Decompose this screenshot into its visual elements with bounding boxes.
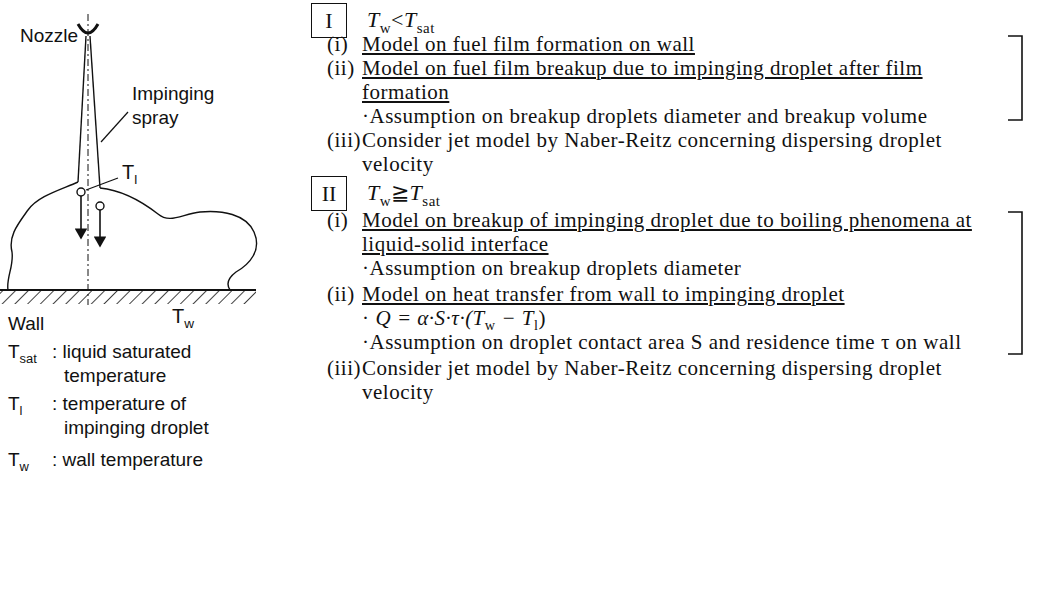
definition: : wall temperature <box>52 448 252 472</box>
assumption-note: ·Assumption on breakup droplets diameter… <box>362 104 1007 128</box>
text-segment: l <box>134 168 137 192</box>
droplet-arrow <box>81 196 100 246</box>
part-label: Nozzle <box>20 24 78 48</box>
bracket <box>1008 212 1022 354</box>
text-segment: w <box>184 312 194 336</box>
assumption-note: ·Assumption on droplet contact area S an… <box>362 330 1007 354</box>
item-number: (i) <box>327 208 348 232</box>
temperature-symbol: Tw <box>8 448 29 474</box>
temperature-symbol: Tl <box>122 160 137 187</box>
assumption-note: ·Assumption on breakup droplets diameter <box>362 256 1007 280</box>
model-item: Model on fuel film formation on wall <box>362 32 1007 56</box>
leader-line <box>86 178 118 190</box>
text-segment: T <box>367 180 380 205</box>
text-segment: sat <box>20 347 37 371</box>
wall-hatching <box>0 291 256 304</box>
item-number: (ii) <box>327 56 355 80</box>
section-number: I <box>325 9 332 33</box>
text-segment: w <box>380 189 391 213</box>
part-label: Impinging spray <box>132 82 232 130</box>
item-number: (i) <box>327 32 348 56</box>
text-segment: w <box>380 16 391 40</box>
text-segment: l <box>534 313 538 337</box>
section-number: II <box>322 182 337 206</box>
model-item: Consider jet model by Naber-Reitz concer… <box>362 356 1007 404</box>
text-segment: sat <box>422 189 440 213</box>
text-segment: T <box>8 393 20 414</box>
definition: : temperature of impinging droplet <box>52 392 229 440</box>
text-segment: ) <box>538 306 546 330</box>
part-label: Wall <box>8 312 44 336</box>
text-segment: T <box>172 305 184 327</box>
temperature-symbol: Tsat <box>8 340 37 366</box>
condition-heading: Tw<Tsat <box>367 8 435 34</box>
text-segment: w <box>485 313 496 337</box>
text-segment: · <box>362 306 370 330</box>
condition-heading: Tw≧Tsat <box>367 181 440 207</box>
heat-equation: ·Q = α·S·τ·(Tw − Tl) <box>362 306 546 332</box>
leader-line <box>101 112 128 142</box>
text-segment: T <box>8 341 20 362</box>
text-segment: Q = α·S·τ·(T <box>376 306 485 330</box>
model-item: Model on breakup of impinging droplet du… <box>362 208 1007 256</box>
text-segment: − T <box>496 306 534 330</box>
text-segment: < <box>391 7 404 32</box>
definition: : liquid saturated temperature <box>52 340 229 388</box>
center-line <box>88 14 89 305</box>
bracket <box>1008 36 1022 120</box>
text-segment: l <box>20 399 23 423</box>
spray-outline <box>8 36 257 290</box>
temperature-symbol: Tw <box>172 304 194 331</box>
item-number: (ii) <box>327 282 355 306</box>
text-segment: T <box>122 161 134 183</box>
model-item: Model on fuel film breakup due to imping… <box>362 56 1007 104</box>
model-item: Consider jet model by Naber-Reitz concer… <box>362 128 1007 176</box>
text-segment: T <box>8 449 20 470</box>
temperature-symbol: Tl <box>8 392 22 418</box>
text-segment: ≧ <box>391 180 410 205</box>
item-number: (iii) <box>327 128 361 152</box>
item-number: (iii) <box>327 356 361 380</box>
section-box: II <box>311 176 347 211</box>
wall-surface <box>0 289 256 291</box>
text-segment: T <box>410 180 423 205</box>
model-item: Model on heat transfer from wall to impi… <box>362 282 1007 306</box>
text-segment: T <box>367 7 380 32</box>
text-segment: sat <box>417 16 435 40</box>
text-segment: T <box>404 7 417 32</box>
text-segment: w <box>20 455 29 479</box>
